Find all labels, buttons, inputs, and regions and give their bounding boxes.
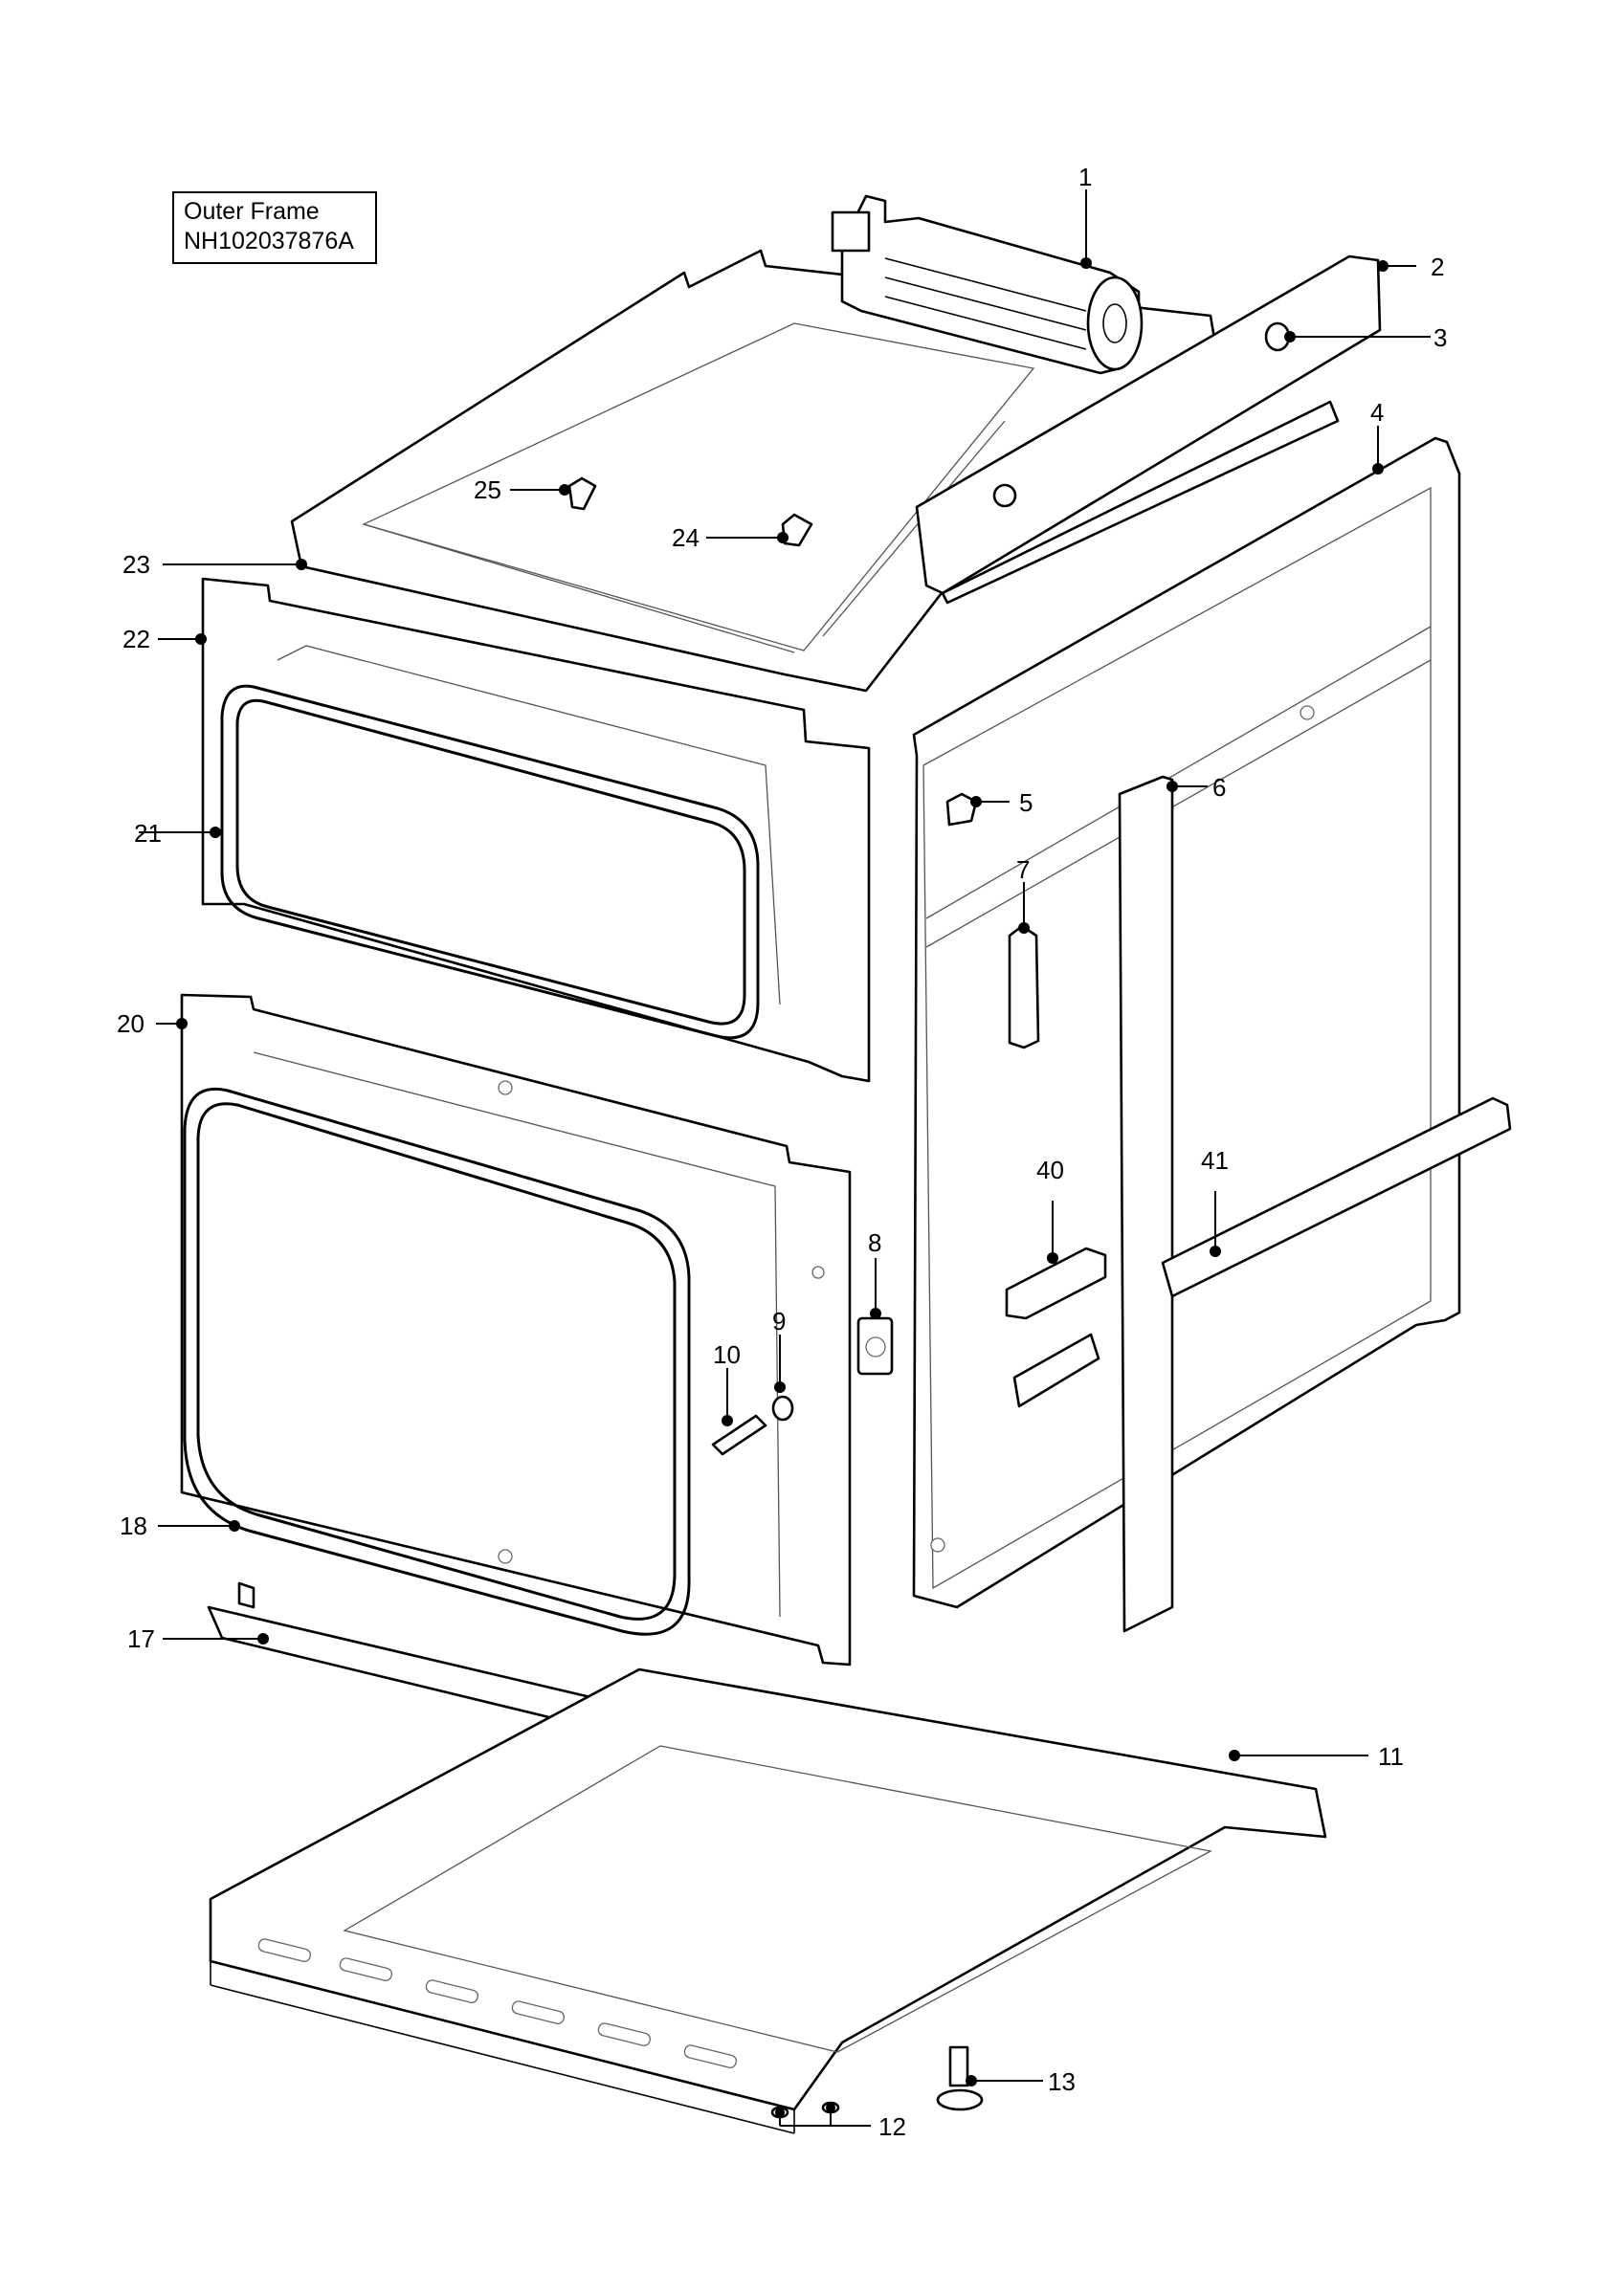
adjustable-foot [936,2045,984,2111]
callout-2: 2 [1431,253,1444,281]
base-frame [209,1667,1327,2134]
side-strip [1118,775,1174,1633]
callout-25: 25 [474,475,501,504]
clip-5 [945,792,978,827]
callout-3: 3 [1433,323,1447,352]
bolt [711,1414,767,1456]
callout-4: 4 [1370,398,1384,427]
callout-1: 1 [1078,163,1092,191]
callout-leaders [139,189,1431,2127]
bracket-7 [1008,924,1040,1049]
callout-23: 23 [122,550,150,579]
callout-21: 21 [134,819,162,848]
callout-9: 9 [772,1307,786,1336]
right-side-panel [912,436,1461,1609]
callout-6: 6 [1212,773,1226,802]
callout-20: 20 [117,1009,144,1038]
callout-41: 41 [1201,1146,1229,1175]
callout-12: 12 [878,2112,906,2141]
callout-labels: 1 2 3 4 5 6 7 8 9 10 11 12 13 17 18 20 2… [117,163,1447,2141]
callout-22: 22 [122,625,150,653]
callout-10: 10 [713,1340,741,1369]
rear-rail [915,254,1382,605]
clip-25 [567,476,597,511]
callout-7: 7 [1016,855,1030,884]
part-number: NH102037876A [184,228,354,254]
callout-24: 24 [672,523,700,552]
bracket-40 [1005,1247,1107,1320]
side-rail [1012,1096,1512,1408]
diagram-title: Outer Frame [184,198,320,225]
callout-18: 18 [120,1512,147,1540]
lower-front-panel [180,993,852,1667]
upper-front-panel [201,577,871,1083]
callout-5: 5 [1019,788,1033,817]
top-panel [290,249,1217,693]
callout-17: 17 [127,1624,155,1653]
callout-13: 13 [1048,2067,1076,2096]
callout-8: 8 [868,1228,881,1257]
fan-motor [831,194,1144,375]
latch [856,1316,894,1376]
callout-11: 11 [1378,1742,1404,1771]
diagram-title-box: Outer Frame NH102037876A [172,191,377,264]
callout-40: 40 [1036,1156,1064,1184]
fixing-pin [771,1395,794,1422]
